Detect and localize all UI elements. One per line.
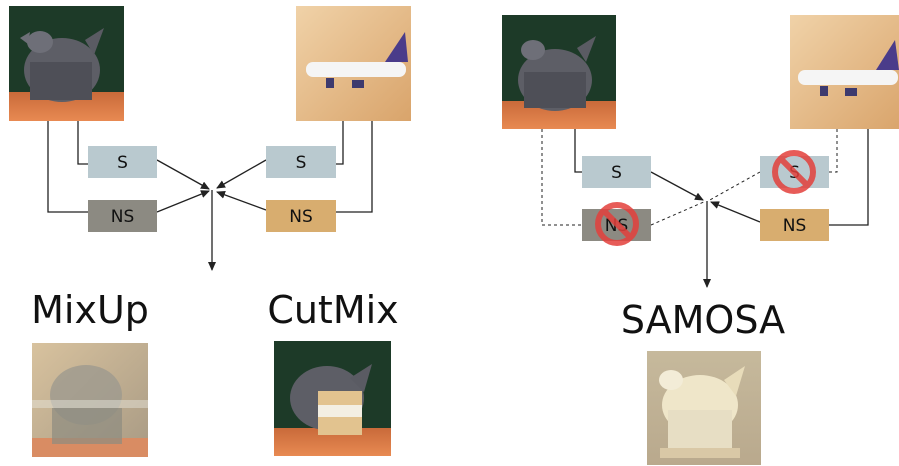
svg-text:S: S bbox=[611, 163, 622, 183]
bird-image-right bbox=[502, 15, 616, 129]
svg-text:NS: NS bbox=[111, 207, 135, 227]
cutmix-title: CutMix bbox=[267, 288, 398, 332]
svg-text:S: S bbox=[296, 153, 307, 173]
ns-box-bird-left: NS bbox=[88, 200, 157, 232]
s-box-bird-left: S bbox=[88, 146, 157, 178]
s-box-bird-right: S bbox=[582, 156, 651, 188]
ns-box-plane-right: NS bbox=[760, 209, 829, 241]
svg-text:S: S bbox=[117, 153, 128, 173]
bird-image-left bbox=[9, 6, 124, 121]
left-connectors bbox=[47, 121, 373, 271]
mixup-result-image bbox=[32, 343, 148, 457]
right-connectors bbox=[574, 129, 869, 288]
mixup-title: MixUp bbox=[31, 288, 149, 332]
cutmix-result-image bbox=[274, 341, 391, 456]
svg-text:NS: NS bbox=[783, 216, 807, 236]
svg-text:NS: NS bbox=[289, 207, 313, 227]
ns-box-plane-left: NS bbox=[266, 200, 336, 232]
ban-icon bbox=[772, 150, 816, 194]
s-box-plane-left: S bbox=[266, 146, 336, 178]
samosa-result-image bbox=[647, 351, 761, 465]
right-dashed-connectors bbox=[541, 129, 838, 226]
ban-icon bbox=[595, 202, 639, 246]
airplane-image-right bbox=[790, 15, 899, 129]
samosa-title: SAMOSA bbox=[621, 298, 785, 342]
airplane-image-left bbox=[296, 6, 411, 121]
